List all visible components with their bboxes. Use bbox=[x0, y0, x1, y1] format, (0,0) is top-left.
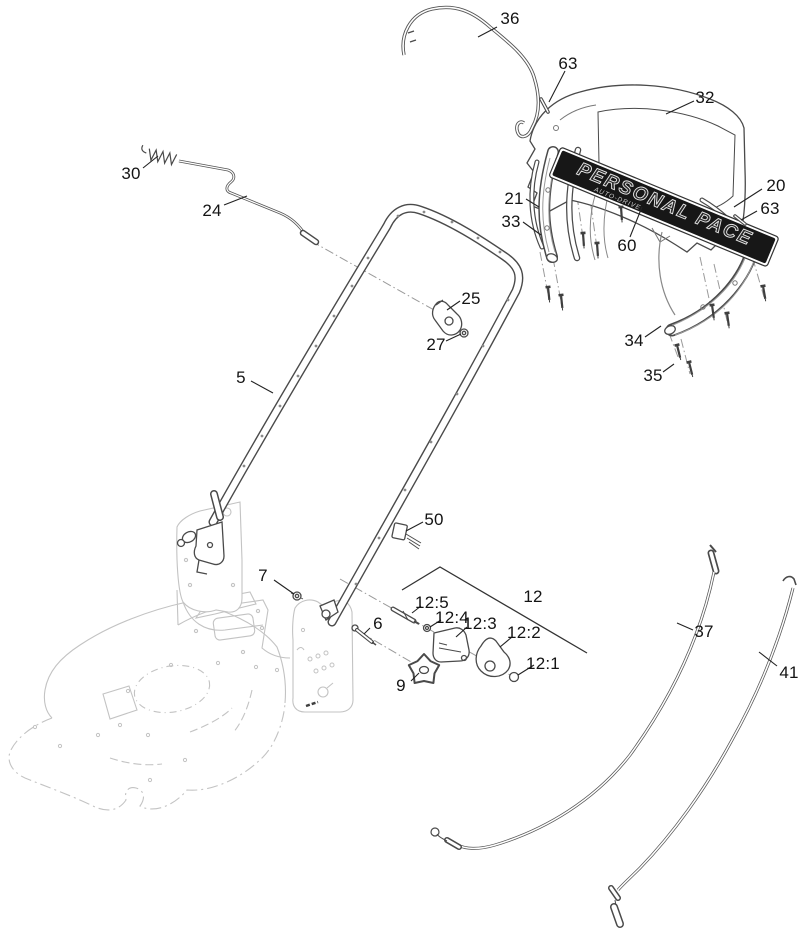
callout-5: 5 bbox=[236, 368, 246, 387]
right-handle-bracket-phantom bbox=[292, 599, 354, 713]
callout-35: 35 bbox=[643, 366, 663, 385]
drive-cable-37 bbox=[430, 544, 720, 850]
hinge-pins bbox=[539, 97, 747, 226]
brake-cable-41 bbox=[608, 575, 797, 928]
callout-24: 24 bbox=[202, 201, 222, 220]
callout-20: 20 bbox=[766, 176, 786, 195]
callout-37: 37 bbox=[694, 622, 714, 641]
group-12-bracket bbox=[401, 566, 588, 654]
callout-7: 7 bbox=[258, 566, 268, 585]
mower-deck-phantom bbox=[8, 589, 291, 811]
mounting-screws bbox=[545, 205, 767, 378]
upper-handle-assembly: PERSONAL PACE AUTO-DRIVE bbox=[526, 84, 779, 378]
callout-21: 21 bbox=[504, 189, 524, 208]
spring-30 bbox=[141, 144, 178, 167]
left-handle-bracket-phantom bbox=[176, 501, 264, 631]
callout-6: 6 bbox=[373, 614, 383, 633]
shift-rod-and-spring bbox=[141, 144, 320, 246]
callout-32: 32 bbox=[695, 88, 715, 107]
lower-handle-tube bbox=[176, 203, 524, 627]
callout-9: 9 bbox=[396, 676, 406, 695]
callout-30: 30 bbox=[121, 164, 141, 183]
callout-25: 25 bbox=[461, 289, 481, 308]
callout-50: 50 bbox=[424, 510, 444, 529]
callout-12-4: 12:4 bbox=[435, 608, 469, 627]
tube-rivet-holes bbox=[242, 210, 510, 586]
callout-27: 27 bbox=[426, 335, 446, 354]
callout-63-right: 63 bbox=[760, 199, 780, 218]
callout-12-2: 12:2 bbox=[507, 623, 541, 642]
callout-12-5: 12:5 bbox=[415, 593, 449, 612]
callout-60: 60 bbox=[617, 236, 637, 255]
callout-leader-lines bbox=[142, 26, 778, 682]
callout-12: 12 bbox=[523, 587, 543, 606]
callout-12-1: 12:1 bbox=[526, 654, 560, 673]
callout-34: 34 bbox=[624, 331, 644, 350]
callout-41: 41 bbox=[779, 663, 799, 682]
callout-63-top: 63 bbox=[558, 54, 578, 73]
callout-12-3: 12:3 bbox=[463, 614, 497, 633]
callout-33: 33 bbox=[501, 212, 521, 231]
bail-wire bbox=[401, 5, 540, 139]
callout-36: 36 bbox=[500, 9, 520, 28]
